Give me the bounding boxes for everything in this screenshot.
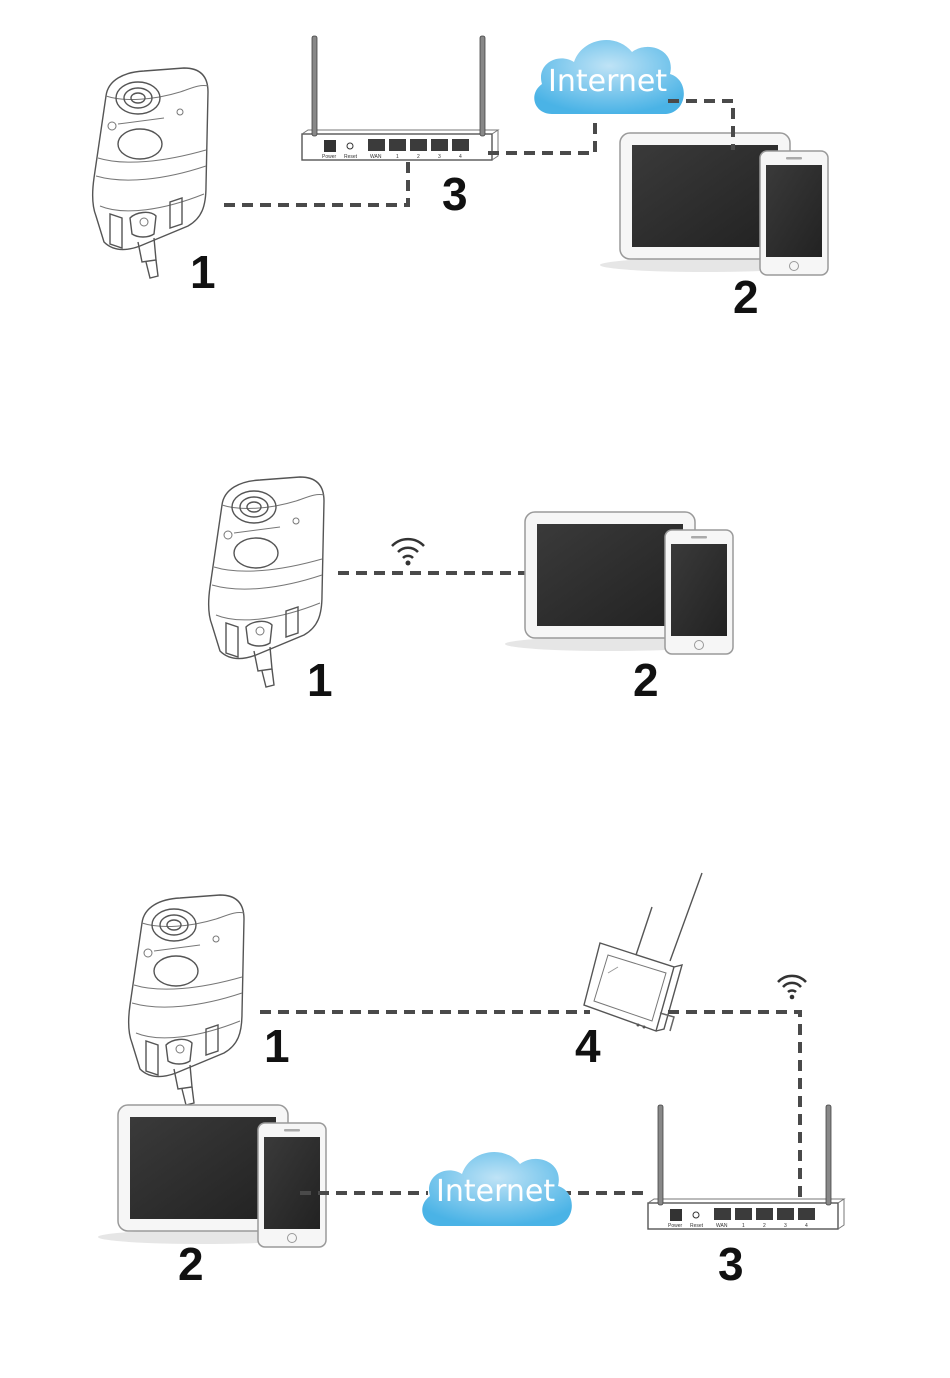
router-port-label: 4: [805, 1223, 808, 1229]
nvr-monitor-icon: [584, 873, 702, 1031]
router-cloud-link: [488, 116, 595, 153]
router-port-label: 3: [438, 154, 441, 160]
wifi-icon: [392, 539, 424, 565]
camera-label: 1: [190, 246, 216, 298]
cloud-label: Internet: [548, 64, 667, 99]
panel-nvr-router: 1 4 2 Internet Power Reset WAN 1 2 3 4: [98, 873, 844, 1290]
devices-label: 2: [633, 654, 659, 706]
panel-wired-router: 1 Power Reset WAN 1 2 3 4 3 Internet 2: [93, 36, 828, 323]
devices-label: 2: [178, 1238, 204, 1290]
nvr-label: 4: [575, 1020, 601, 1072]
router-port-label: 2: [763, 1223, 766, 1229]
devices-label: 2: [733, 271, 759, 323]
router-port-label: Power: [668, 1223, 683, 1229]
panel-direct-wifi: 1 2: [209, 477, 733, 706]
router-port-label: WAN: [716, 1223, 728, 1229]
cloud-icon: Internet: [534, 40, 684, 114]
router-port-label: 3: [784, 1223, 787, 1229]
camera-router-link: [224, 160, 408, 205]
tablet-icon: [98, 1105, 326, 1247]
wifi-icon: [778, 976, 806, 999]
router-label: 3: [718, 1238, 744, 1290]
router-icon: Power Reset WAN 1 2 3 4: [302, 36, 498, 160]
camera-icon: [129, 895, 244, 1105]
camera-label: 1: [264, 1020, 290, 1072]
router-label: 3: [442, 168, 468, 220]
router-port-label: 1: [742, 1223, 745, 1229]
cloud-icon: Internet: [422, 1152, 572, 1226]
router-port-label: 1: [396, 154, 399, 160]
router-port-label: Reset: [344, 154, 358, 160]
router-port-label: 2: [417, 154, 420, 160]
router-port-label: WAN: [370, 154, 382, 160]
router-port-label: Reset: [690, 1223, 704, 1229]
tablet-icon: [600, 133, 828, 275]
tablet-icon: [505, 512, 733, 654]
router-icon: Power Reset WAN 1 2 3 4: [648, 1105, 844, 1229]
camera-label: 1: [307, 654, 333, 706]
router-port-label: 4: [459, 154, 462, 160]
cloud-label: Internet: [436, 1174, 555, 1209]
nvr-router-link: [668, 1012, 800, 1200]
router-port-label: Power: [322, 154, 337, 160]
